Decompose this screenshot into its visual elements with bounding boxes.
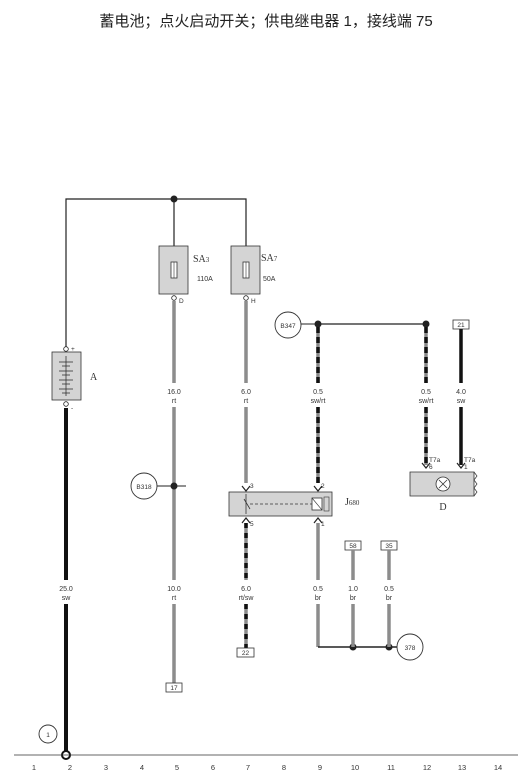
box-21-label: 21 xyxy=(457,322,465,329)
relay-pin5-arrow xyxy=(241,517,251,524)
ignition-pin2: 1 xyxy=(464,464,468,471)
axis-label-2: 2 xyxy=(68,763,72,772)
fuse-sa3-pin: D xyxy=(179,298,184,305)
box-22-label: 22 xyxy=(242,650,250,657)
wire-6rtsw-color: rt/sw xyxy=(239,595,255,602)
wire-25sw-size: 25.0 xyxy=(59,586,73,593)
battery-plus: + xyxy=(71,346,75,353)
wire-05br-col9-color: br xyxy=(315,595,322,602)
wire-10rt-size: 10.0 xyxy=(167,586,181,593)
ignition-pin1: 6 xyxy=(429,464,433,471)
relay-j680: J680 3 2 5 1 xyxy=(228,483,360,528)
axis-label-8: 8 xyxy=(282,763,286,772)
fuse-sa7-name: SA7 xyxy=(261,253,278,264)
axis-label-12: 12 xyxy=(423,763,431,772)
wire-6rtsw-size: 6.0 xyxy=(241,586,251,593)
top-bus-wire xyxy=(65,198,247,347)
g378-label: 378 xyxy=(405,645,416,652)
relay-name-sub: 680 xyxy=(349,499,360,507)
ignition-switch: T7a 6 T7a 1 D xyxy=(409,457,478,513)
relay-pin-5: 5 xyxy=(250,521,254,528)
wire-05swrt-col12-size: 0.5 xyxy=(421,389,431,396)
relay-name: J680 xyxy=(345,497,360,508)
fuse-sa7-name-main: SA xyxy=(261,253,275,264)
diagram-title: 蓄电池；点火启动开关；供电继电器 1，接线端 75 xyxy=(99,13,433,30)
fuse-sa3-name-sub: 3 xyxy=(206,256,210,264)
wire-10br-color: br xyxy=(350,595,357,602)
fuse-sa3-rating: 110A xyxy=(197,276,213,283)
fuse-sa7: SA7 50A H xyxy=(230,245,278,305)
wire-05br-col9-size: 0.5 xyxy=(313,586,323,593)
b318-circle xyxy=(130,472,158,500)
axis-labels: 1 2 3 4 5 6 7 8 9 10 11 12 13 14 xyxy=(32,763,502,772)
relay-pin2-arrow xyxy=(313,485,323,492)
axis-label-13: 13 xyxy=(458,763,466,772)
box-58-label: 58 xyxy=(349,543,357,550)
fuse-sa7-pin: H xyxy=(251,298,256,305)
fuse-sa7-name-sub: 7 xyxy=(274,255,278,263)
axis-label-5: 5 xyxy=(175,763,179,772)
battery-minus: - xyxy=(71,405,73,412)
wire-6rt-size: 6.0 xyxy=(241,389,251,396)
relay-name-main: J xyxy=(345,497,349,508)
box-35-label: 35 xyxy=(385,543,393,550)
relay-pin1-arrow xyxy=(313,517,323,524)
wire-6rt-color: rt xyxy=(244,398,248,405)
b347-label: B347 xyxy=(280,323,296,330)
wire-4sw-color: sw xyxy=(457,398,467,405)
fuse-sa7-rating: 50A xyxy=(263,276,276,283)
fuse-sa3-name-main: SA xyxy=(193,254,207,265)
axis-label-9: 9 xyxy=(318,763,322,772)
box-17 xyxy=(165,682,183,693)
ignition-conn1: T7a xyxy=(429,457,441,464)
wire-25sw-color: sw xyxy=(62,595,72,602)
axis-label-6: 6 xyxy=(211,763,215,772)
wire-05br-col11-size: 0.5 xyxy=(384,586,394,593)
fuse-sa3: SA3 110A D xyxy=(158,245,213,305)
box-22 xyxy=(236,647,255,658)
axis-label-3: 3 xyxy=(104,763,108,772)
axis-label-14: 14 xyxy=(494,763,502,772)
axis-label-7: 7 xyxy=(246,763,250,772)
wire-05swrt-size: 0.5 xyxy=(313,389,323,396)
ignition-conn2: T7a xyxy=(464,457,476,464)
axis-label-11: 11 xyxy=(387,763,395,772)
axis-label-1: 1 xyxy=(32,763,36,772)
wire-16rt-color: rt xyxy=(172,398,176,405)
ground-ref-label: 1 xyxy=(46,732,50,739)
relay-pin-2: 2 xyxy=(321,483,325,490)
wire-10br-size: 1.0 xyxy=(348,586,358,593)
relay-pin3-arrow xyxy=(241,485,251,492)
bus-junction xyxy=(170,195,178,203)
junction-col12 xyxy=(422,320,430,328)
box-17-label: 17 xyxy=(170,685,178,692)
b318-label: B318 xyxy=(136,484,152,491)
wire-10rt-color: rt xyxy=(172,595,176,602)
fuse-sa3-name: SA3 xyxy=(193,254,210,265)
axis-label-4: 4 xyxy=(140,763,144,772)
relay-pin-3: 3 xyxy=(250,483,254,490)
g378-circle xyxy=(396,633,424,661)
wire-05swrt-col12-color: sw/rt xyxy=(419,398,434,405)
junction-b347 xyxy=(314,320,322,328)
wire-05swrt-color: sw/rt xyxy=(311,398,326,405)
battery: + A - xyxy=(51,346,98,412)
wire-16rt-size: 16.0 xyxy=(167,389,181,396)
axis-label-10: 10 xyxy=(351,763,359,772)
ground-ref-circle xyxy=(38,724,58,744)
battery-label: A xyxy=(90,372,98,383)
wire-05br-col11-color: br xyxy=(386,595,393,602)
wire-4sw-size: 4.0 xyxy=(456,389,466,396)
b347-circle xyxy=(274,311,302,339)
ignition-label: D xyxy=(439,502,446,513)
relay-pin-1: 1 xyxy=(321,521,325,528)
